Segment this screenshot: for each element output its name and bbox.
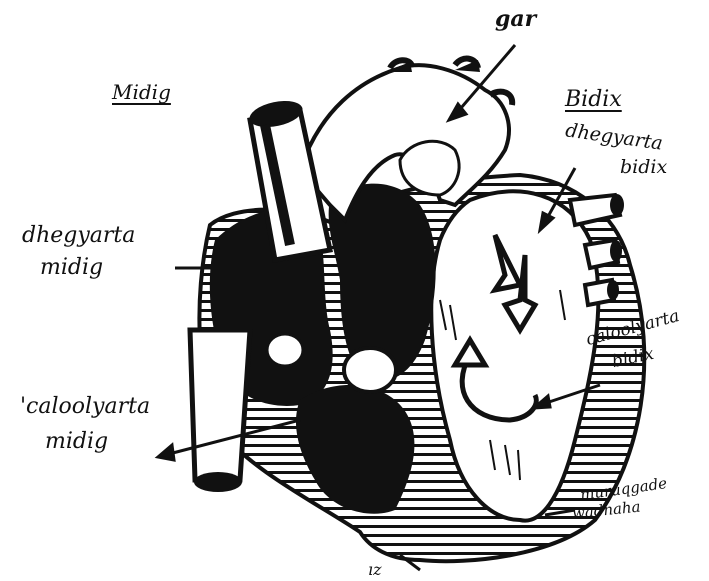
vena-cava-inferior bbox=[190, 330, 250, 480]
label-dhegyarta-midig-1: dhegyarta bbox=[22, 224, 135, 247]
label-caloolyarta-midig-2: midig bbox=[45, 430, 108, 453]
label-bidix: Bidix bbox=[565, 88, 622, 111]
apex-mark: ız bbox=[368, 560, 382, 579]
valve-ring bbox=[344, 348, 396, 392]
label-dhegyarta-midig-2: midig bbox=[40, 256, 103, 279]
aorta-opening bbox=[400, 141, 459, 195]
label-midig: Midig bbox=[112, 82, 171, 103]
label-dhegyarta-bidix-2: bidix bbox=[620, 158, 667, 178]
label-gar: gar bbox=[495, 8, 536, 31]
label-caloolyarta-midig-1: 'caloolyarta bbox=[20, 395, 150, 418]
